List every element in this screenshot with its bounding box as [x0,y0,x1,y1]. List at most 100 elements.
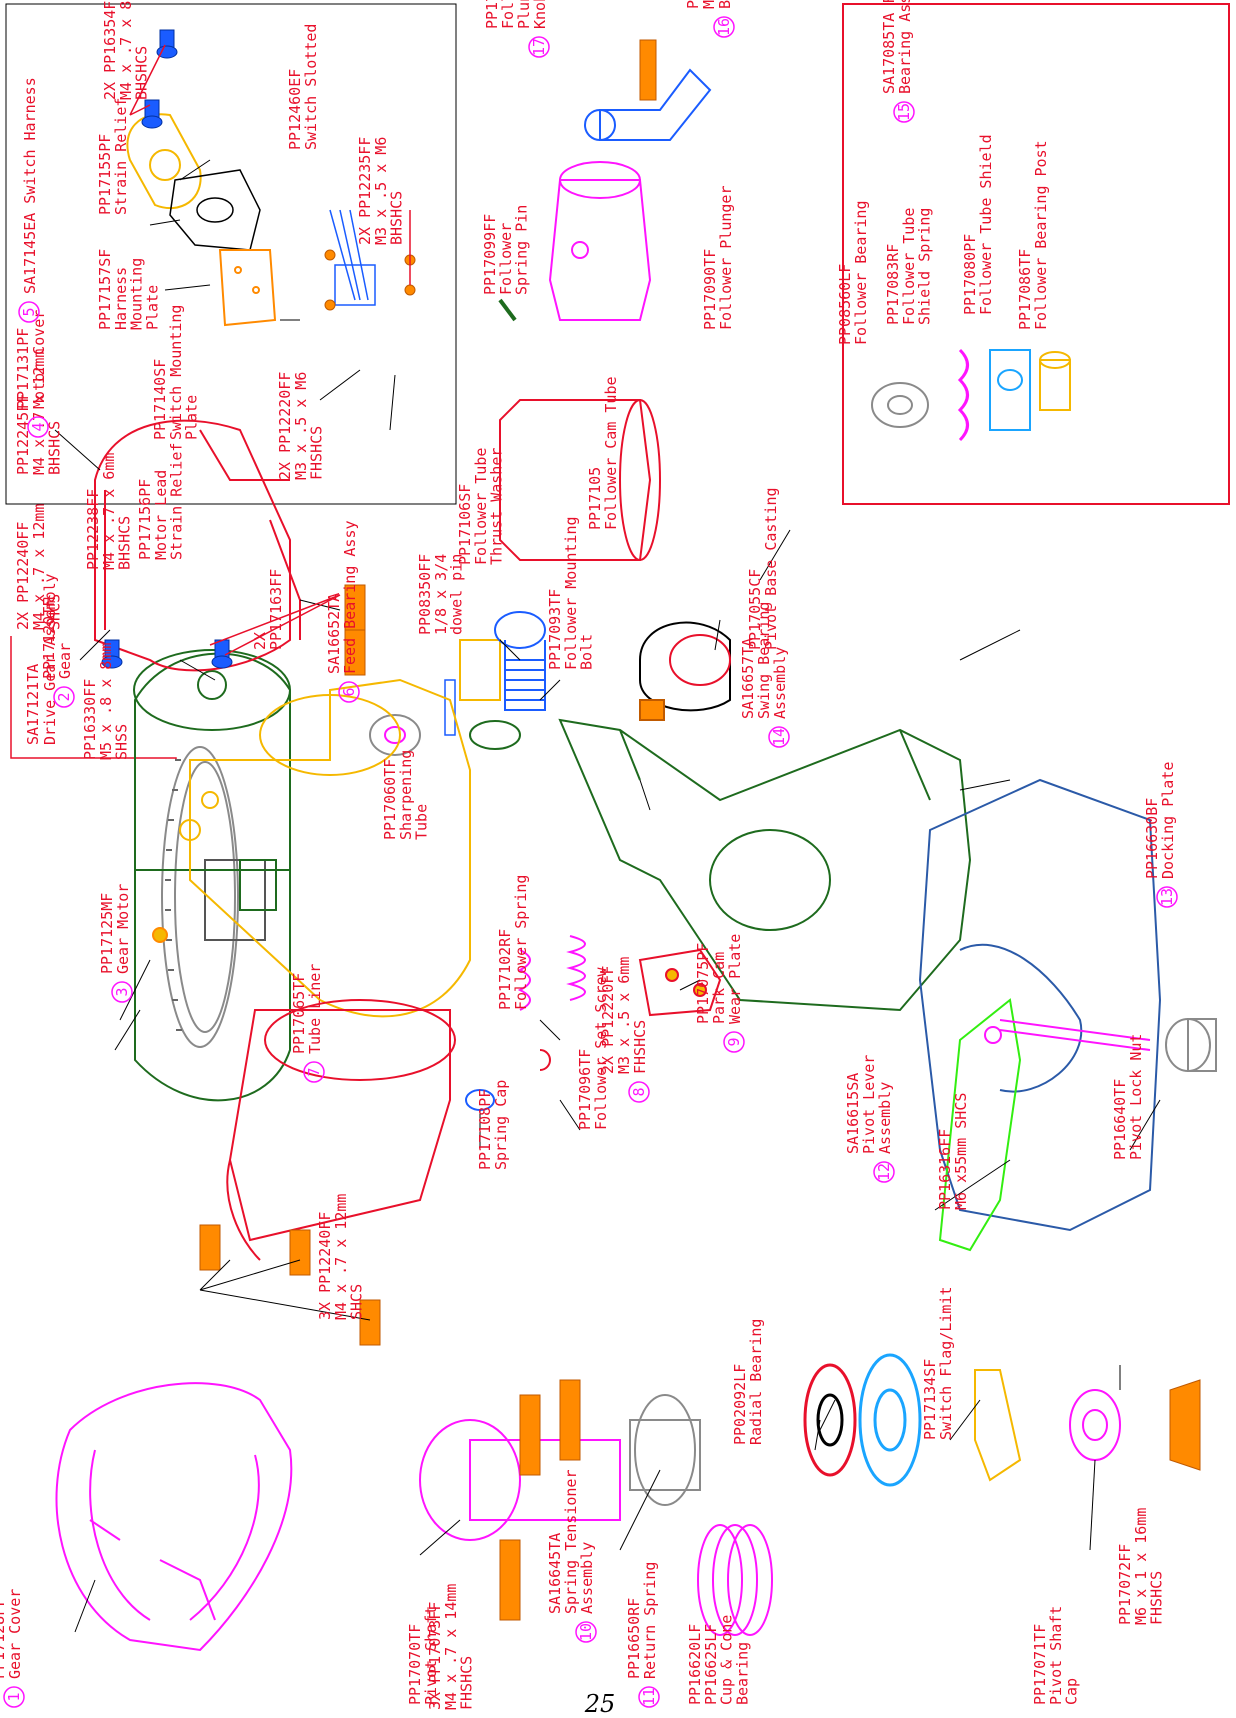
part-label-line: BHSHCS [133,46,151,100]
callout-text-line: Docking Plate [1159,762,1177,879]
callout-text-line: SA16657TA [739,638,757,719]
part-label-line: Bearing [733,1642,751,1705]
part-label-line: PP17105 [586,467,604,530]
callout-text-line: Assembly [578,1542,596,1614]
callout-number-circle [628,1081,650,1103]
callout-number: 1 [5,1692,23,1701]
part-label-line: PP17157SF [96,249,114,330]
callout-number-circle [713,16,735,38]
pivot-lock-nut-part [1165,1018,1217,1072]
callout-text-line: SA17085TA Follower [880,0,898,94]
callout-text-line: Gear Motor [114,884,132,974]
part-label-line: PP17108PF [476,1089,494,1170]
callout-number: 6 [340,687,358,696]
callout-text-line: M3 x .5 x 6mm [615,957,633,1074]
callout-number-circle [723,1031,745,1053]
callout-text-line: SA16652TA [325,593,343,674]
part-label-line: Switch Mounting [167,305,185,440]
callout-number: 7 [305,1067,323,1076]
bhshcs-screws-part [101,29,233,669]
switch-part [329,209,376,306]
part-label-line: BHSHCS [116,516,134,570]
part-label-line: 3X PP17073FF [426,1602,444,1710]
part-label-line: Shield Spring [916,208,934,325]
callout-number: 2 [55,692,73,701]
callout-text-line: PP17078PF [483,0,501,29]
callout-text-line: SA17145EA Switch Harness [21,77,39,294]
part-label-line: Follower Bearing Post [1032,140,1050,330]
part-label-line: M4 x .7 x 12mm [30,504,48,630]
follower-mounting-bolt-part [494,611,546,711]
part-label-line: FHSHCS [1148,1571,1166,1625]
callout-number: 9 [725,1037,743,1046]
part-label-line: PP17093TF [546,589,564,670]
callout-number: 16 [715,18,733,36]
callout-text-line: Return Spring [641,1562,659,1679]
callout-text-line: Bearing Assembly [896,0,914,94]
follower-spring-pin-part [498,298,517,322]
part-label-line: PP17090TF [701,249,719,330]
part-label-line: dowel pin [448,554,466,635]
part-label-line: M4 x .7 x 12mm [30,349,48,475]
callout-number-circle [338,681,360,703]
shield-spring-part [957,348,969,442]
fhshcs-16mm-part [1169,1379,1201,1471]
callout-number-circle [27,416,49,438]
part-label-line: Follower [497,223,515,295]
leader-lines [54,159,1161,1633]
callout-text-line: PP16650RF [625,1598,643,1679]
callout-number-circle [893,101,915,123]
part-label-line: Pivot Lock Nut [1127,1034,1145,1160]
part-label-line: 2X PP16354FF [101,0,119,100]
switch-flag-part [974,1369,1022,1482]
callout-number-circle [53,686,75,708]
callout-text-line: Tube Liner [306,964,324,1054]
part-label-line: FHSHCS [308,426,326,480]
callout-number: 5 [20,307,38,316]
callout-number: 17 [530,38,548,56]
part-label-line: PP17070TF [406,1624,424,1705]
callout-number: 15 [895,103,913,121]
part-label-line: M4 x .7 x 8mm [117,0,135,100]
part-label-line: Switch Flag/Limit [937,1286,955,1440]
part-label-line: PP17155PF [96,134,114,215]
part-label-line: Bolt [578,634,596,670]
spring-tensioner-part [629,1394,701,1506]
part-label-line: PP17055CF [746,569,764,650]
switch-mounting-plate-part [218,249,277,327]
tube-liner-part [226,999,456,1261]
m6-shcs-part [999,1019,1151,1051]
callout-text-line: Plunger [515,0,533,29]
part-label-line: Plate [143,285,161,330]
callout-number: 8 [630,1087,648,1096]
part-label-line: PP17106SF [456,484,474,565]
callout-text-line: PP16630BF [1143,798,1161,879]
callout-text-line: 2X PP12220FF [599,966,617,1074]
numbered-callout: 16PP17079FFM5 x .8 x 16mmBHSHCS [684,0,735,38]
callout-number: 10 [577,1623,595,1641]
part-label-line: BHSHCS [388,191,406,245]
callout-text-line: Park Cam [710,952,728,1024]
follower-spring-c-part [539,1049,551,1071]
part-label-line: PP16330FF [81,679,99,760]
callout-text-line: Knob [531,0,549,29]
part-label-line: 1/8 x 3/4 [432,554,450,635]
part-label-line: 2X [251,632,269,650]
callout-number: 4 [29,422,47,431]
callout-number-circle [1156,886,1178,908]
